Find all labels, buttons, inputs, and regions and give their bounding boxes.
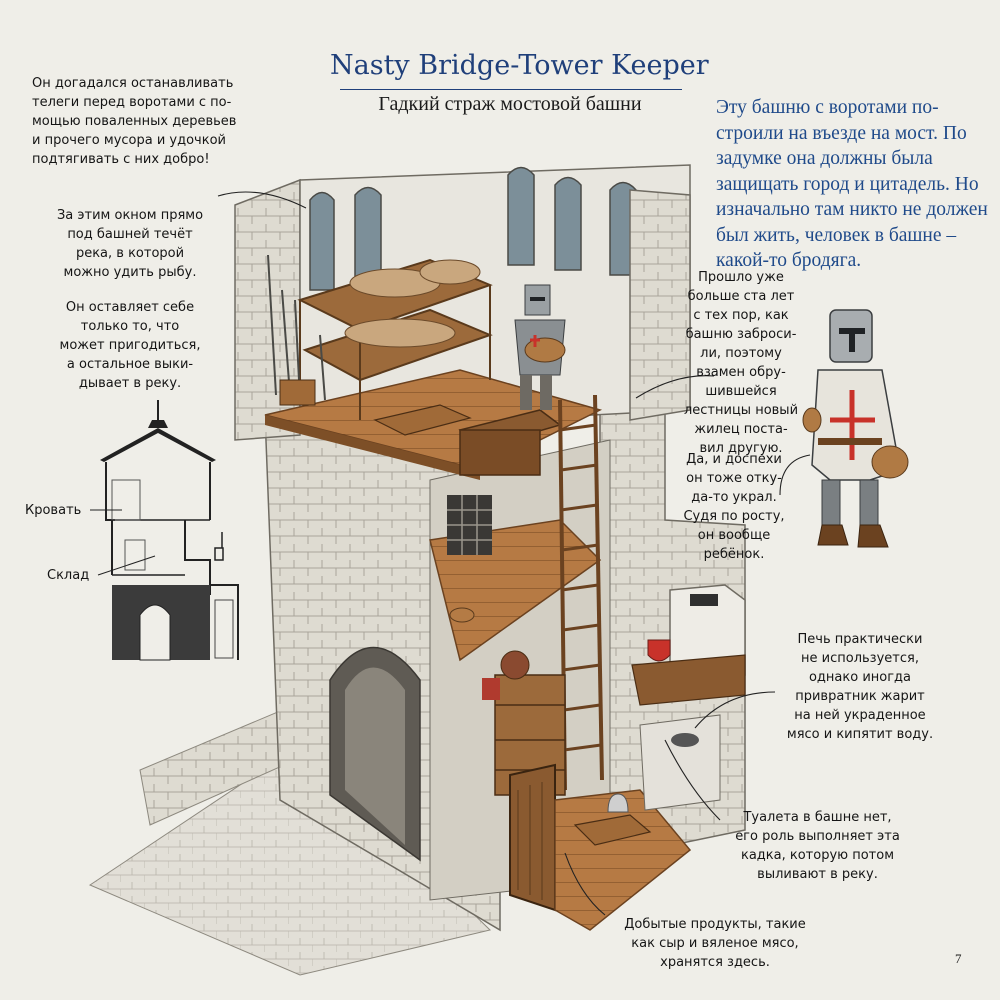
- tower-section-diagram: [90, 400, 239, 661]
- annotation-leader-lines: [217, 191, 811, 916]
- intro-paragraph: Эту башню с воротами по-строили на въезд…: [716, 97, 988, 271]
- diagram-label-storage: Склад: [47, 568, 90, 583]
- note-armor: Да, и доспехи он тоже отку- да-то украл.…: [683, 452, 785, 562]
- note-storage: Добытые продукты, такие как сыр и вялено…: [624, 917, 806, 970]
- page-title: Nasty Bridge-Tower Keeper: [330, 50, 709, 81]
- title-underline: [340, 89, 682, 90]
- page-number: 7: [955, 951, 962, 966]
- note-carts: Он догадался останавливать телеги перед …: [32, 76, 237, 167]
- note-ladder: Прошло уже больше ста лет с тех пор, как…: [683, 270, 799, 456]
- tower-cutaway-illustration: [88, 164, 746, 976]
- note-toilet: Туалета в башне нет, его роль выполняет …: [735, 810, 900, 882]
- note-window: За этим окном прямо под башней течёт рек…: [56, 208, 204, 280]
- note-stove: Печь практически не используется, однако…: [786, 632, 934, 742]
- knight-keeper-figure: [802, 309, 909, 548]
- note-keeps: Он оставляет себе только то, что может п…: [59, 300, 201, 391]
- page-subtitle: Гадкий страж мостовой башни: [378, 93, 642, 115]
- diagram-label-bed: Кровать: [25, 503, 82, 518]
